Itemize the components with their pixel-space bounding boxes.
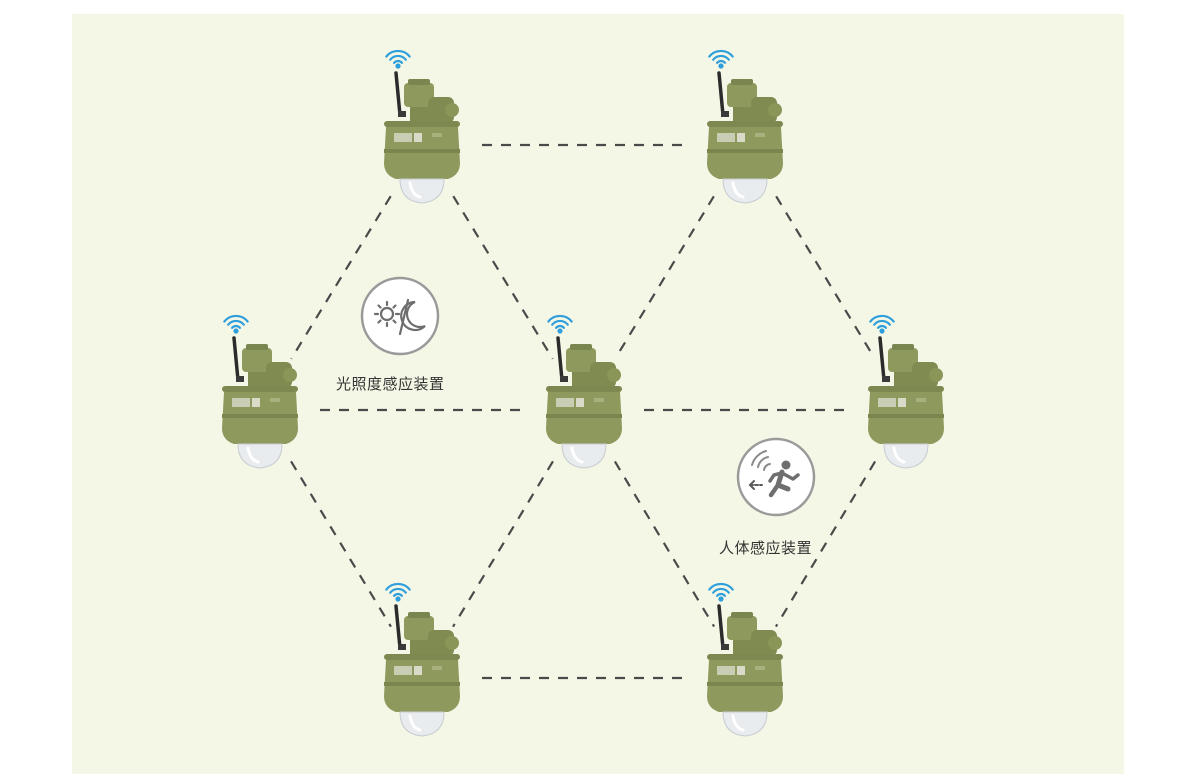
wifi-icon [708,582,734,602]
lamp-middle-right [868,314,944,469]
motion-sensor-label: 人体感应装置 [719,539,813,557]
connection-lines [290,143,877,680]
lamp-nodes [222,49,944,737]
wifi-icon [385,49,411,69]
wifi-icon [547,314,573,334]
wifi-icon [708,49,734,69]
lamp-top-right [707,49,783,204]
wifi-icon [869,314,895,334]
lamp-center [546,314,622,469]
lamp-bottom-right [707,582,783,737]
wifi-icon [385,582,411,602]
lamp-top-left [384,49,460,204]
connection-line [452,195,554,360]
connection-line [290,460,392,628]
connection-line [614,195,715,360]
connection-line [613,460,716,628]
connection-line [452,460,554,628]
lamp-bottom-left [384,582,460,737]
light-sensor-label: 光照度感应装置 [336,375,445,393]
lamp-middle-left [222,314,298,469]
wifi-icon [223,314,249,334]
running-person-icon [736,437,816,517]
sun-moon-icon [360,276,440,356]
connection-line [290,195,392,360]
connection-line [775,195,876,360]
connection-line [774,460,877,628]
